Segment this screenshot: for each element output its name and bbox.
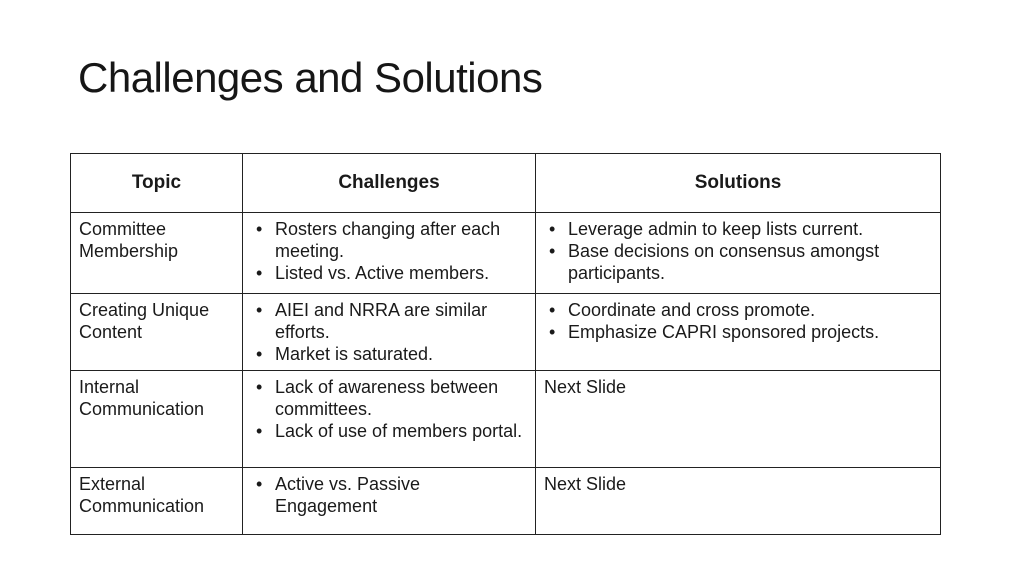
bullet-item: Listed vs. Active members. xyxy=(253,262,527,284)
table-row-creating-unique-content: Creating Unique Content AIEI and NRRA ar… xyxy=(70,293,941,371)
slide-title: Challenges and Solutions xyxy=(78,54,543,101)
topic-cell: Committee Membership xyxy=(70,212,243,294)
bullet-item: Emphasize CAPRI sponsored projects. xyxy=(546,321,932,343)
bullet-list: Lack of awareness between committees. La… xyxy=(253,376,527,442)
bullet-item: Active vs. Passive Engagement xyxy=(253,473,527,517)
bullet-item: AIEI and NRRA are similar efforts. xyxy=(253,299,527,343)
topic-cell: Creating Unique Content xyxy=(70,293,243,371)
topics-table: Topic Challenges Solutions Committee Mem… xyxy=(70,153,941,535)
bullet-item: Coordinate and cross promote. xyxy=(546,299,932,321)
bullet-item: Leverage admin to keep lists current. xyxy=(546,218,932,240)
header-cell-topic: Topic xyxy=(70,153,243,213)
table-row-internal-communication: Internal Communication Lack of awareness… xyxy=(70,370,941,468)
solutions-cell: Coordinate and cross promote. Emphasize … xyxy=(535,293,941,371)
topic-cell: External Communication xyxy=(70,467,243,535)
bullet-item: Lack of use of members portal. xyxy=(253,420,527,442)
challenges-cell: AIEI and NRRA are similar efforts. Marke… xyxy=(242,293,536,371)
solutions-cell: Leverage admin to keep lists current. Ba… xyxy=(535,212,941,294)
bullet-list: AIEI and NRRA are similar efforts. Marke… xyxy=(253,299,527,365)
bullet-item: Lack of awareness between committees. xyxy=(253,376,527,420)
header-cell-challenges: Challenges xyxy=(242,153,536,213)
bullet-list: Coordinate and cross promote. Emphasize … xyxy=(546,299,932,343)
topic-cell: Internal Communication xyxy=(70,370,243,468)
table-row-committee-membership: Committee Membership Rosters changing af… xyxy=(70,212,941,294)
solutions-cell: Next Slide xyxy=(535,467,941,535)
challenges-cell: Lack of awareness between committees. La… xyxy=(242,370,536,468)
challenges-cell: Rosters changing after each meeting. Lis… xyxy=(242,212,536,294)
bullet-item: Base decisions on consensus amongst part… xyxy=(546,240,932,284)
table-header-row: Topic Challenges Solutions xyxy=(70,153,941,213)
bullet-list: Active vs. Passive Engagement xyxy=(253,473,527,517)
solutions-cell: Next Slide xyxy=(535,370,941,468)
bullet-list: Leverage admin to keep lists current. Ba… xyxy=(546,218,932,284)
bullet-list: Rosters changing after each meeting. Lis… xyxy=(253,218,527,284)
challenges-cell: Active vs. Passive Engagement xyxy=(242,467,536,535)
bullet-item: Market is saturated. xyxy=(253,343,527,365)
header-cell-solutions: Solutions xyxy=(535,153,941,213)
bullet-item: Rosters changing after each meeting. xyxy=(253,218,527,262)
table-row-external-communication: External Communication Active vs. Passiv… xyxy=(70,467,941,535)
